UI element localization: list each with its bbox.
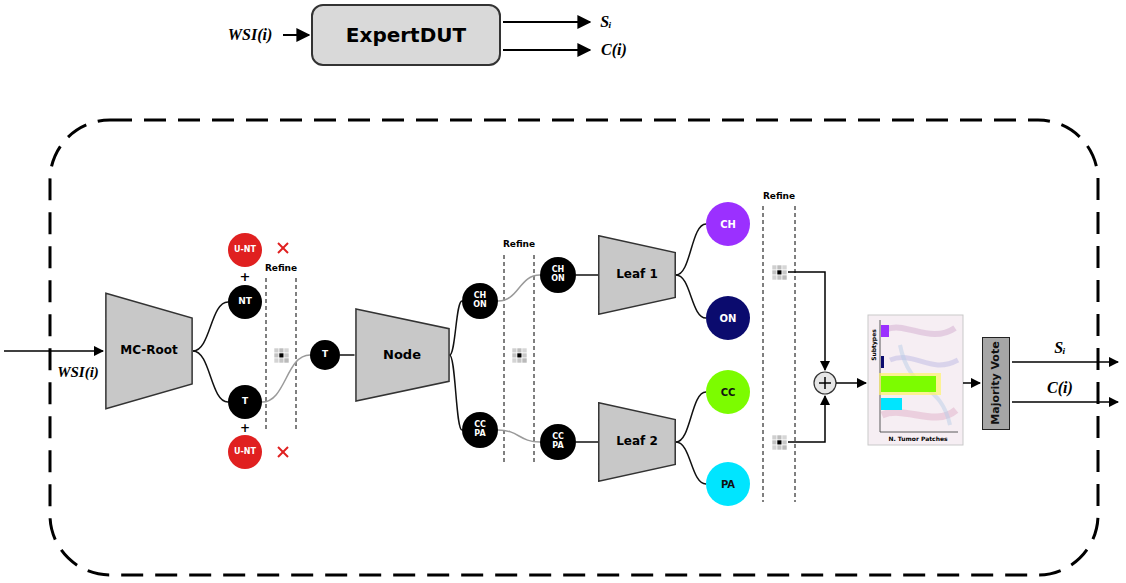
model-trapezoid: Node (355, 308, 450, 402)
connector (676, 224, 706, 275)
signal-label: Sᵢ (600, 14, 612, 30)
class-circle: CH ON (462, 283, 498, 319)
refine-divider (266, 278, 267, 430)
signal-label: WSI(i) (57, 365, 99, 380)
output-arrow (1012, 401, 1118, 403)
node-label: CH ON (473, 292, 487, 310)
output-arrow (1012, 361, 1118, 363)
node-label: T (322, 350, 328, 360)
merge-arrow (788, 272, 825, 370)
node-label: MC-Root (120, 344, 177, 357)
trapezoid-outline (599, 236, 675, 314)
class-circle: U-NT (228, 233, 262, 267)
connector (193, 302, 228, 351)
model-trapezoid: MC-Root (105, 292, 193, 410)
node-label: CH ON (551, 266, 565, 284)
expert-box: ExpertDUT (311, 4, 501, 66)
refine-label: Refine (763, 192, 795, 201)
dashed-container (50, 120, 1098, 575)
model-trapezoid: Leaf 1 (598, 235, 676, 315)
refine-icon (772, 435, 787, 450)
signal-label: Sᵢ (1054, 340, 1066, 356)
axis-label: N. Tumor Patches (888, 436, 947, 442)
node-label: CC (721, 387, 736, 398)
connector (676, 442, 706, 484)
refine-label: Refine (503, 240, 535, 249)
class-circle: U-NT (228, 435, 262, 469)
histogram-panel (868, 315, 963, 445)
trapezoid-outline (106, 293, 192, 409)
flow-arrow (836, 382, 866, 384)
class-circle: T (310, 340, 340, 370)
refine-label: Refine (265, 264, 297, 273)
connector (676, 392, 706, 442)
subtype-circle: PA (706, 462, 750, 506)
output-arrow (503, 49, 590, 51)
flow-arrow (963, 382, 980, 384)
connector (450, 355, 463, 430)
output-arrow (503, 21, 590, 23)
refine-icon (772, 265, 787, 280)
node-label: PA (721, 479, 735, 490)
signal-label: C(i) (601, 42, 627, 58)
connector (676, 275, 706, 318)
node-label: U-NT (234, 448, 256, 457)
class-circle: CH ON (540, 257, 576, 293)
connector (576, 441, 598, 443)
node-label: CC PA (552, 433, 564, 451)
node-label: ExpertDUT (346, 24, 466, 46)
input-arrow (4, 350, 103, 352)
connector (498, 275, 540, 301)
node-label: ON (720, 313, 737, 324)
input-arrow (283, 34, 309, 36)
node-label: Leaf 2 (616, 435, 658, 448)
class-circle: T (228, 385, 262, 419)
node-label: U-NT (234, 246, 256, 255)
node-label: Majority Vote (990, 341, 1002, 424)
sum-symbol (814, 372, 836, 394)
refine-icon (274, 348, 289, 363)
connector (193, 351, 228, 402)
plus-sign: + (240, 270, 251, 283)
subtype-circle: CC (706, 370, 750, 414)
merge-arrow (788, 396, 825, 442)
node-label: T (242, 397, 248, 407)
connector (340, 354, 355, 356)
connector (498, 430, 540, 442)
vote-box: Majority Vote (982, 337, 1010, 430)
plus-sign: + (240, 422, 250, 434)
connector (262, 355, 310, 402)
node-label: NT (238, 297, 252, 307)
axis-label: Subtypes (871, 329, 877, 361)
trapezoid-outline (599, 403, 675, 481)
node-label: CC PA (474, 421, 486, 439)
signal-label: C(i) (1047, 380, 1073, 396)
model-trapezoid: Leaf 2 (598, 402, 676, 482)
reject-mark (278, 447, 288, 457)
class-circle: CC PA (462, 412, 498, 448)
class-circle: NT (228, 285, 262, 319)
node-label: CH (720, 219, 736, 230)
connector (576, 274, 598, 276)
refine-divider (763, 206, 764, 502)
connector (450, 301, 463, 355)
subtype-circle: CH (706, 202, 750, 246)
subtype-circle: ON (706, 296, 750, 340)
node-label: Leaf 1 (616, 268, 658, 281)
node-label: Node (383, 348, 421, 362)
refine-divider (795, 206, 796, 502)
class-circle: CC PA (540, 424, 576, 460)
reject-mark (278, 243, 288, 253)
refine-divider (534, 255, 535, 462)
refine-divider (296, 278, 297, 430)
refine-icon (512, 348, 527, 363)
trapezoid-outline (355, 309, 448, 401)
signal-label: WSI(i) (228, 27, 272, 43)
